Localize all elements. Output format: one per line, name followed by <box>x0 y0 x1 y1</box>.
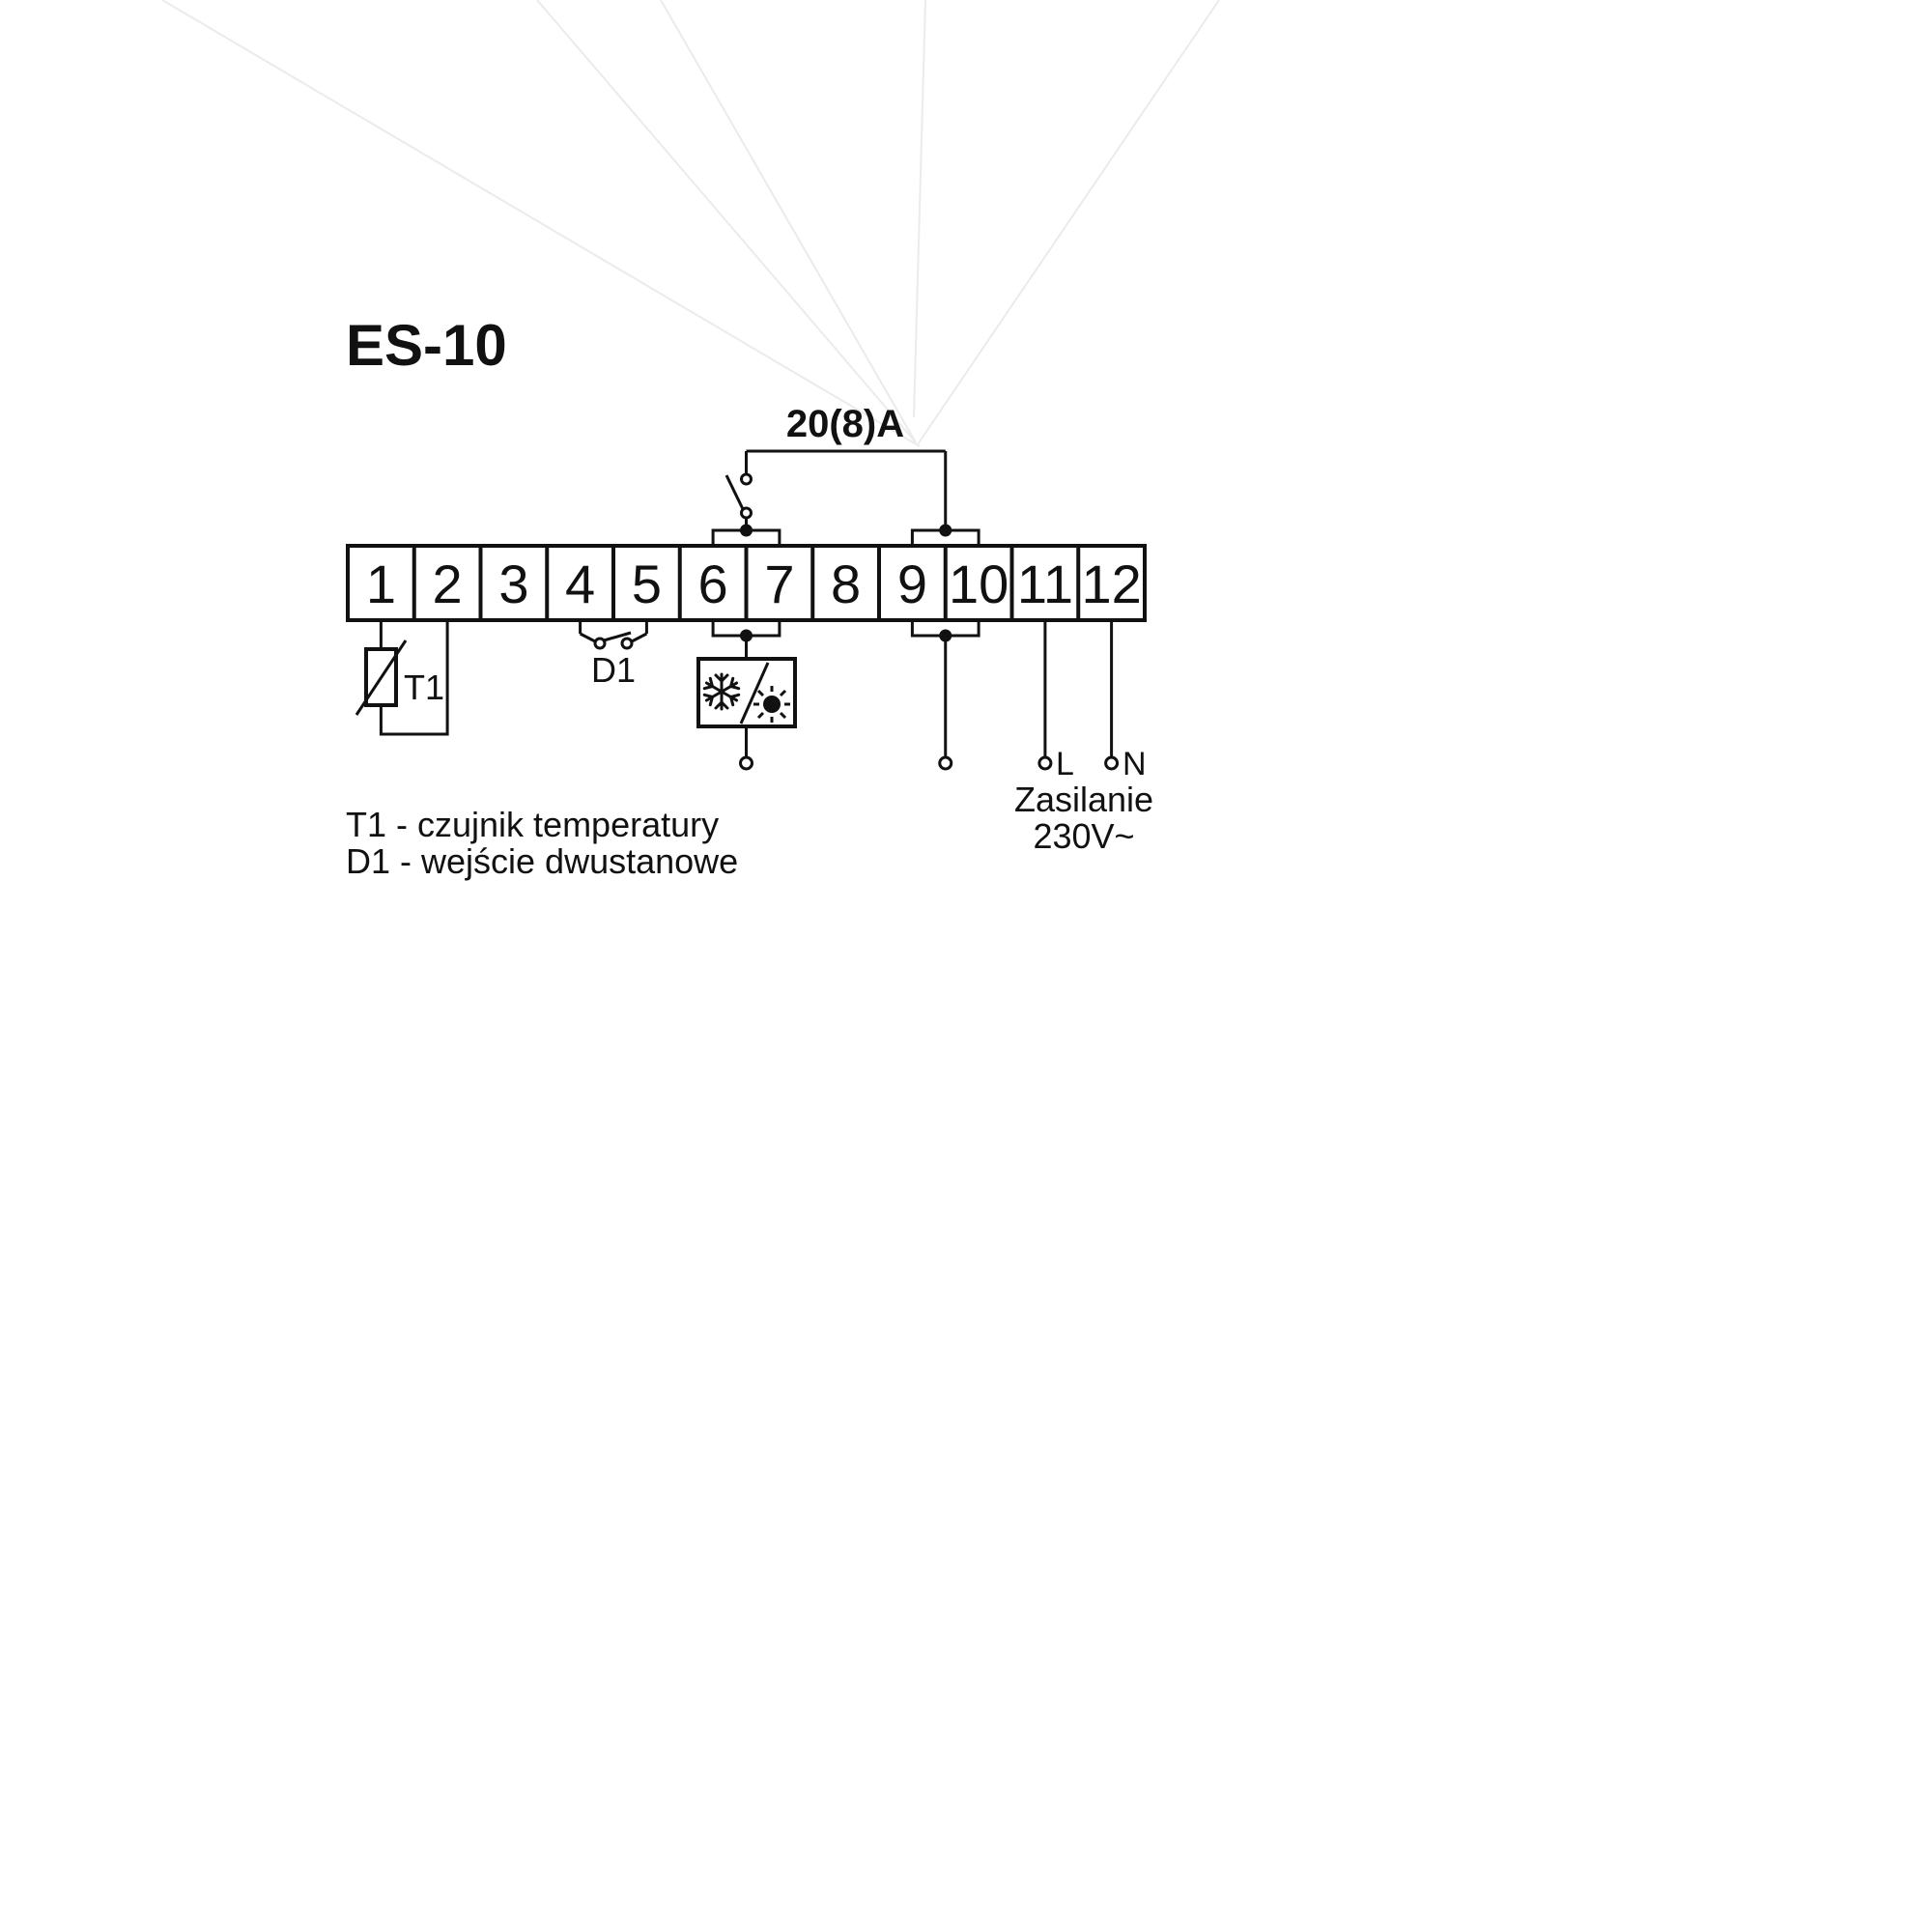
terminal-number: 6 <box>698 554 728 614</box>
terminal-number: 1 <box>366 554 396 614</box>
temperature-sensor-branch: T1 <box>355 620 449 736</box>
legend: T1 - czujnik temperatury D1 - wejście dw… <box>346 805 738 881</box>
page-title: ES-10 <box>346 313 507 378</box>
terminal-number: 4 <box>565 554 595 614</box>
relay-output-branch-bottom <box>910 620 980 771</box>
switch-contact-icon <box>724 451 753 530</box>
mode-slash <box>739 662 770 724</box>
line-label: L <box>1056 746 1074 782</box>
terminal-number: 7 <box>764 554 794 614</box>
legend-d1: D1 - wejście dwustanowe <box>346 841 738 881</box>
terminal-number: 5 <box>632 554 662 614</box>
power-voltage-label: 230V~ <box>1033 816 1134 856</box>
power-supply-label: Zasilanie <box>1014 780 1153 819</box>
junction-dot <box>939 524 952 537</box>
wire-end-terminal <box>1104 755 1120 771</box>
terminal-number: 2 <box>433 554 463 614</box>
legend-t1: T1 - czujnik temperatury <box>346 805 719 844</box>
sun-icon <box>753 686 790 723</box>
terminal-strip: 1 2 3 4 5 6 7 8 9 10 11 12 <box>346 544 1147 622</box>
switch-icon <box>579 631 648 650</box>
scan-artifact-lines <box>161 0 1220 447</box>
terminal-number: 8 <box>831 554 861 614</box>
terminal-number: 3 <box>498 554 528 614</box>
heat-cool-mode-box <box>696 657 797 728</box>
contact-rating-label: 20(8)A <box>786 403 904 445</box>
power-supply-branch: L N Zasilanie 230V~ <box>1014 620 1153 856</box>
wire-end-terminal <box>739 755 753 771</box>
neutral-label: N <box>1122 746 1147 782</box>
relay-contact-branch: 20(8)A <box>711 403 946 546</box>
binary-input-label: D1 <box>591 650 636 690</box>
terminal-number: 12 <box>1081 554 1141 614</box>
wire-end-terminal <box>938 755 953 771</box>
thermistor-icon <box>355 639 408 716</box>
terminal-number: 10 <box>949 554 1009 614</box>
mode-output-branch <box>696 620 797 771</box>
wire-end-terminal <box>1037 755 1053 771</box>
terminal-number: 11 <box>1017 554 1073 614</box>
binary-input-branch: D1 <box>579 620 648 690</box>
terminal-number: 9 <box>897 554 927 614</box>
sensor-return-wire <box>379 620 449 736</box>
sensor-label: T1 <box>404 668 444 707</box>
relay-output-branch-top <box>910 451 980 546</box>
